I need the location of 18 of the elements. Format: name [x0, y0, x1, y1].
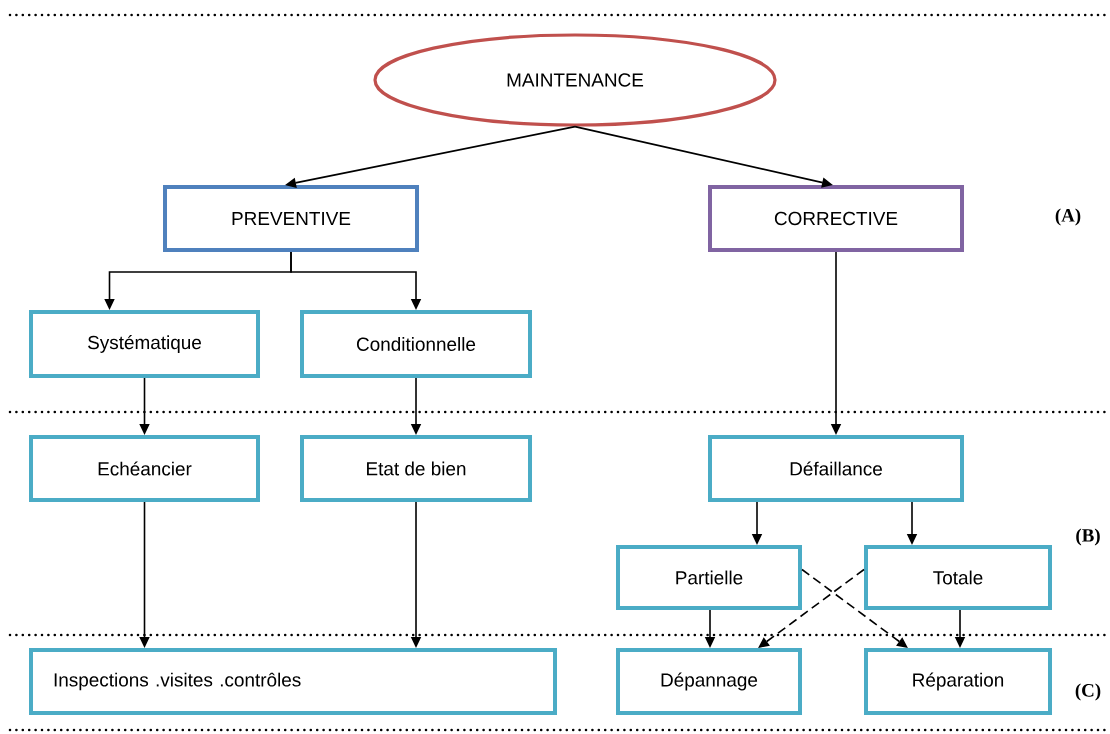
section-label: (C)	[1075, 683, 1101, 701]
process-box: Partielle	[616, 545, 802, 610]
section-label: (A)	[1055, 208, 1081, 226]
arrow	[758, 568, 865, 648]
process-box: Totale	[864, 545, 1052, 610]
process-box: Etat de bien	[300, 435, 532, 502]
process-box: Dépannage	[616, 648, 802, 715]
process-box: Défaillance	[708, 435, 964, 502]
process-box: CORRECTIVE	[708, 185, 964, 252]
process-box: Systématique	[29, 310, 260, 378]
process-box: PREVENTIVE	[163, 185, 419, 252]
arrow	[801, 568, 908, 648]
ellipse-node: MAINTENANCE	[373, 33, 777, 127]
process-box: Conditionnelle	[300, 310, 532, 378]
process-box: Inspections .visites .contrôles	[29, 648, 557, 715]
process-box: Réparation	[864, 648, 1052, 715]
process-box: Echéancier	[29, 435, 260, 502]
section-label: (B)	[1076, 528, 1100, 546]
